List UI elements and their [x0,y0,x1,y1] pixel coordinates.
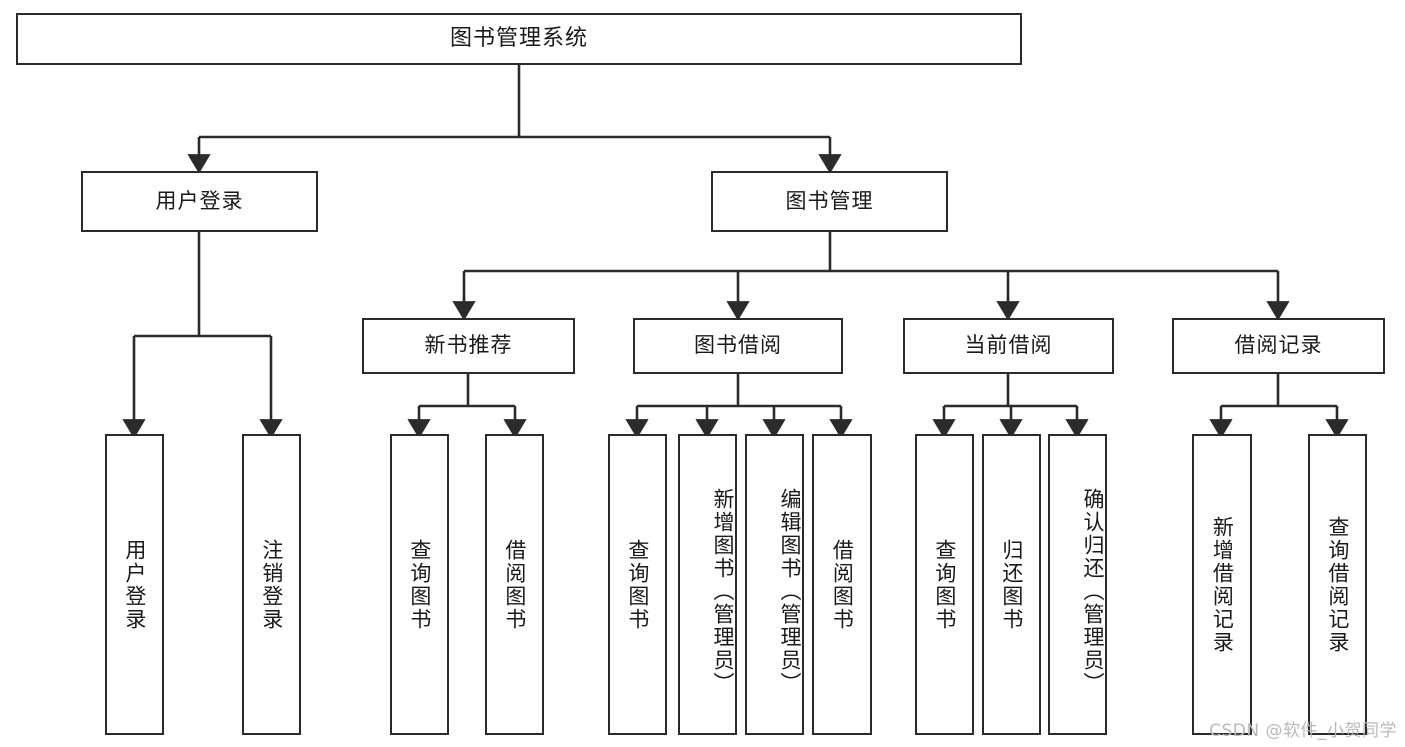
csdn-watermark: CSDN @软件_小贺同学 [1209,721,1397,741]
leaf-book-borrow-borrow[interactable]: 借阅图书 [812,434,872,735]
leaf-borrow-record-add[interactable]: 新增借阅记录 [1192,434,1252,735]
leaf-new-book-query[interactable]: 查询图书 [390,434,449,735]
node-book-management[interactable]: 图书管理 [711,171,948,232]
leaf-user-login-login[interactable]: 用户登录 [105,434,164,735]
leaf-book-borrow-add[interactable]: 新增图书（管理员） [678,434,737,735]
leaf-new-book-borrow[interactable]: 借阅图书 [485,434,544,735]
node-book-borrow[interactable]: 图书借阅 [633,318,843,374]
node-user-login[interactable]: 用户登录 [81,171,318,232]
leaf-book-borrow-edit[interactable]: 编辑图书（管理员） [745,434,804,735]
leaf-book-borrow-query[interactable]: 查询图书 [608,434,667,735]
node-new-book-recommend[interactable]: 新书推荐 [362,318,575,374]
node-current-borrow[interactable]: 当前借阅 [903,318,1114,374]
leaf-current-borrow-return[interactable]: 归还图书 [982,434,1041,735]
node-root-system[interactable]: 图书管理系统 [16,13,1022,65]
leaf-current-borrow-confirm-return[interactable]: 确认归还（管理员） [1048,434,1107,735]
node-borrow-records[interactable]: 借阅记录 [1172,318,1385,374]
leaf-user-login-logout[interactable]: 注销登录 [242,434,301,735]
leaf-borrow-record-query[interactable]: 查询借阅记录 [1308,434,1367,735]
leaf-current-borrow-query[interactable]: 查询图书 [915,434,974,735]
